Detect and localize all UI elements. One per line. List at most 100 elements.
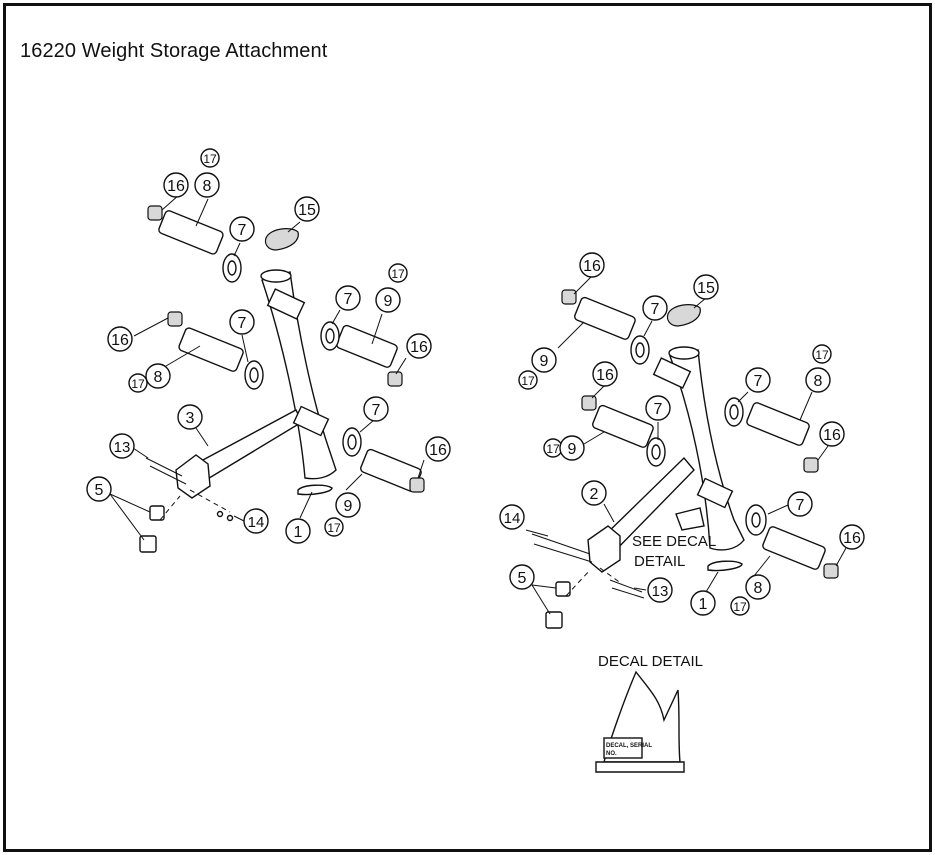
right-bolt-axis	[599, 567, 623, 585]
svg-text:9: 9	[540, 353, 549, 370]
right-ring-7c-hole	[651, 444, 661, 460]
balloon-17-right-a: 17	[812, 344, 832, 364]
see-decal-label-line1: SEE DECAL	[632, 533, 716, 550]
right-tube-mid-9	[592, 404, 654, 448]
left-upright-top	[260, 269, 292, 283]
balloon-15-left: 15	[294, 196, 320, 222]
decal-detail-base	[595, 761, 685, 773]
right-ring-7a-hole	[635, 342, 645, 358]
svg-text:17: 17	[327, 521, 341, 535]
balloon-13-right: 13	[647, 577, 673, 603]
left-end-cap-15	[264, 228, 299, 251]
balloon-17-left-b: 17	[388, 263, 408, 283]
left-cap-16b	[167, 311, 183, 327]
balloon-1-left: 1	[285, 518, 311, 544]
balloon-17-left-top: 17	[200, 148, 220, 168]
right-assembly	[531, 289, 839, 629]
right-cap-16b	[581, 395, 597, 411]
right-foot-5b	[545, 611, 563, 629]
balloon-17-left-c: 17	[128, 373, 148, 393]
balloon-7-right-b: 7	[745, 367, 771, 393]
svg-text:7: 7	[344, 291, 353, 308]
svg-text:16: 16	[410, 339, 428, 356]
svg-text:5: 5	[518, 570, 527, 587]
svg-text:16: 16	[583, 258, 601, 275]
svg-text:8: 8	[154, 369, 163, 386]
balloon-15-right: 15	[693, 274, 719, 300]
right-foot-5a	[555, 581, 571, 597]
page-title: 16220 Weight Storage Attachment	[20, 40, 328, 62]
left-bolt-13b	[149, 465, 187, 485]
right-upright-top	[668, 346, 700, 360]
svg-text:2: 2	[590, 486, 599, 503]
svg-text:9: 9	[384, 293, 393, 310]
left-tube-right-9	[336, 324, 398, 368]
balloon-7-right-a: 7	[642, 295, 668, 321]
left-ring-7d-hole	[347, 434, 357, 450]
svg-text:16: 16	[167, 178, 185, 195]
svg-text:8: 8	[814, 373, 823, 390]
svg-text:15: 15	[697, 280, 715, 297]
balloon-1-right: 1	[690, 590, 716, 616]
balloon-14-right: 14	[499, 504, 525, 530]
right-tube-right-8	[746, 402, 810, 446]
balloon-7-right-c: 7	[645, 395, 671, 421]
balloon-9-right-b: 9	[559, 435, 585, 461]
balloon-16-right-a: 16	[579, 252, 605, 278]
balloon-17-right-d: 17	[730, 596, 750, 616]
svg-text:16: 16	[843, 530, 861, 547]
svg-text:7: 7	[796, 497, 805, 514]
balloon-16-left-b: 16	[107, 326, 133, 352]
svg-text:17: 17	[546, 442, 560, 456]
balloon-13-left: 13	[109, 433, 135, 459]
svg-text:16: 16	[823, 427, 841, 444]
svg-text:1: 1	[294, 524, 303, 541]
right-lower-post	[696, 477, 734, 509]
balloon-8-right-a: 8	[805, 367, 831, 393]
balloon-8-left-a: 8	[194, 172, 220, 198]
svg-text:16: 16	[429, 442, 447, 459]
right-foot-axis	[565, 569, 591, 597]
svg-text:17: 17	[815, 348, 829, 362]
svg-text:8: 8	[754, 580, 763, 597]
right-bolt-13b	[611, 587, 645, 599]
right-cap-16a	[561, 289, 577, 305]
left-assembly	[139, 205, 425, 553]
balloon-7-left-a: 7	[229, 216, 255, 242]
part-balloons: 17 16 8 15 7 17 7 9 7 16 16 17 8 7 3 13 …	[86, 148, 865, 616]
right-base-bracket	[587, 525, 621, 573]
svg-text:15: 15	[298, 202, 316, 219]
right-cap-16d	[823, 563, 839, 579]
decal-detail	[595, 670, 685, 773]
see-decal-label-line2: DETAIL	[634, 553, 685, 570]
balloon-14-left: 14	[243, 508, 269, 534]
left-plate-1	[297, 484, 333, 496]
left-cap-16d	[409, 477, 425, 493]
svg-text:13: 13	[652, 583, 669, 600]
svg-text:7: 7	[754, 373, 763, 390]
balloon-9-right-a: 9	[531, 347, 557, 373]
left-nut-14b	[226, 514, 234, 522]
balloon-17-right-c: 17	[543, 438, 563, 458]
left-ring-7a-hole	[227, 260, 237, 276]
svg-text:17: 17	[131, 377, 145, 391]
balloon-7-left-b: 7	[335, 285, 361, 311]
balloon-9-left-a: 9	[375, 287, 401, 313]
svg-text:17: 17	[391, 267, 405, 281]
balloon-16-right-b: 16	[592, 361, 618, 387]
svg-text:7: 7	[238, 222, 247, 239]
left-bolt-axis	[189, 489, 231, 513]
balloon-8-left-b: 8	[145, 363, 171, 389]
left-bolt-13a	[145, 457, 183, 477]
left-foot-5a	[149, 505, 165, 521]
right-plate-1	[707, 560, 743, 572]
balloon-16-right-d: 16	[839, 524, 865, 550]
svg-text:7: 7	[238, 315, 247, 332]
right-cap-16c	[803, 457, 819, 473]
left-tube-mid-8	[178, 327, 244, 372]
svg-text:8: 8	[203, 178, 212, 195]
svg-text:7: 7	[651, 301, 660, 318]
right-decal-location	[675, 507, 705, 531]
svg-text:3: 3	[186, 410, 195, 427]
